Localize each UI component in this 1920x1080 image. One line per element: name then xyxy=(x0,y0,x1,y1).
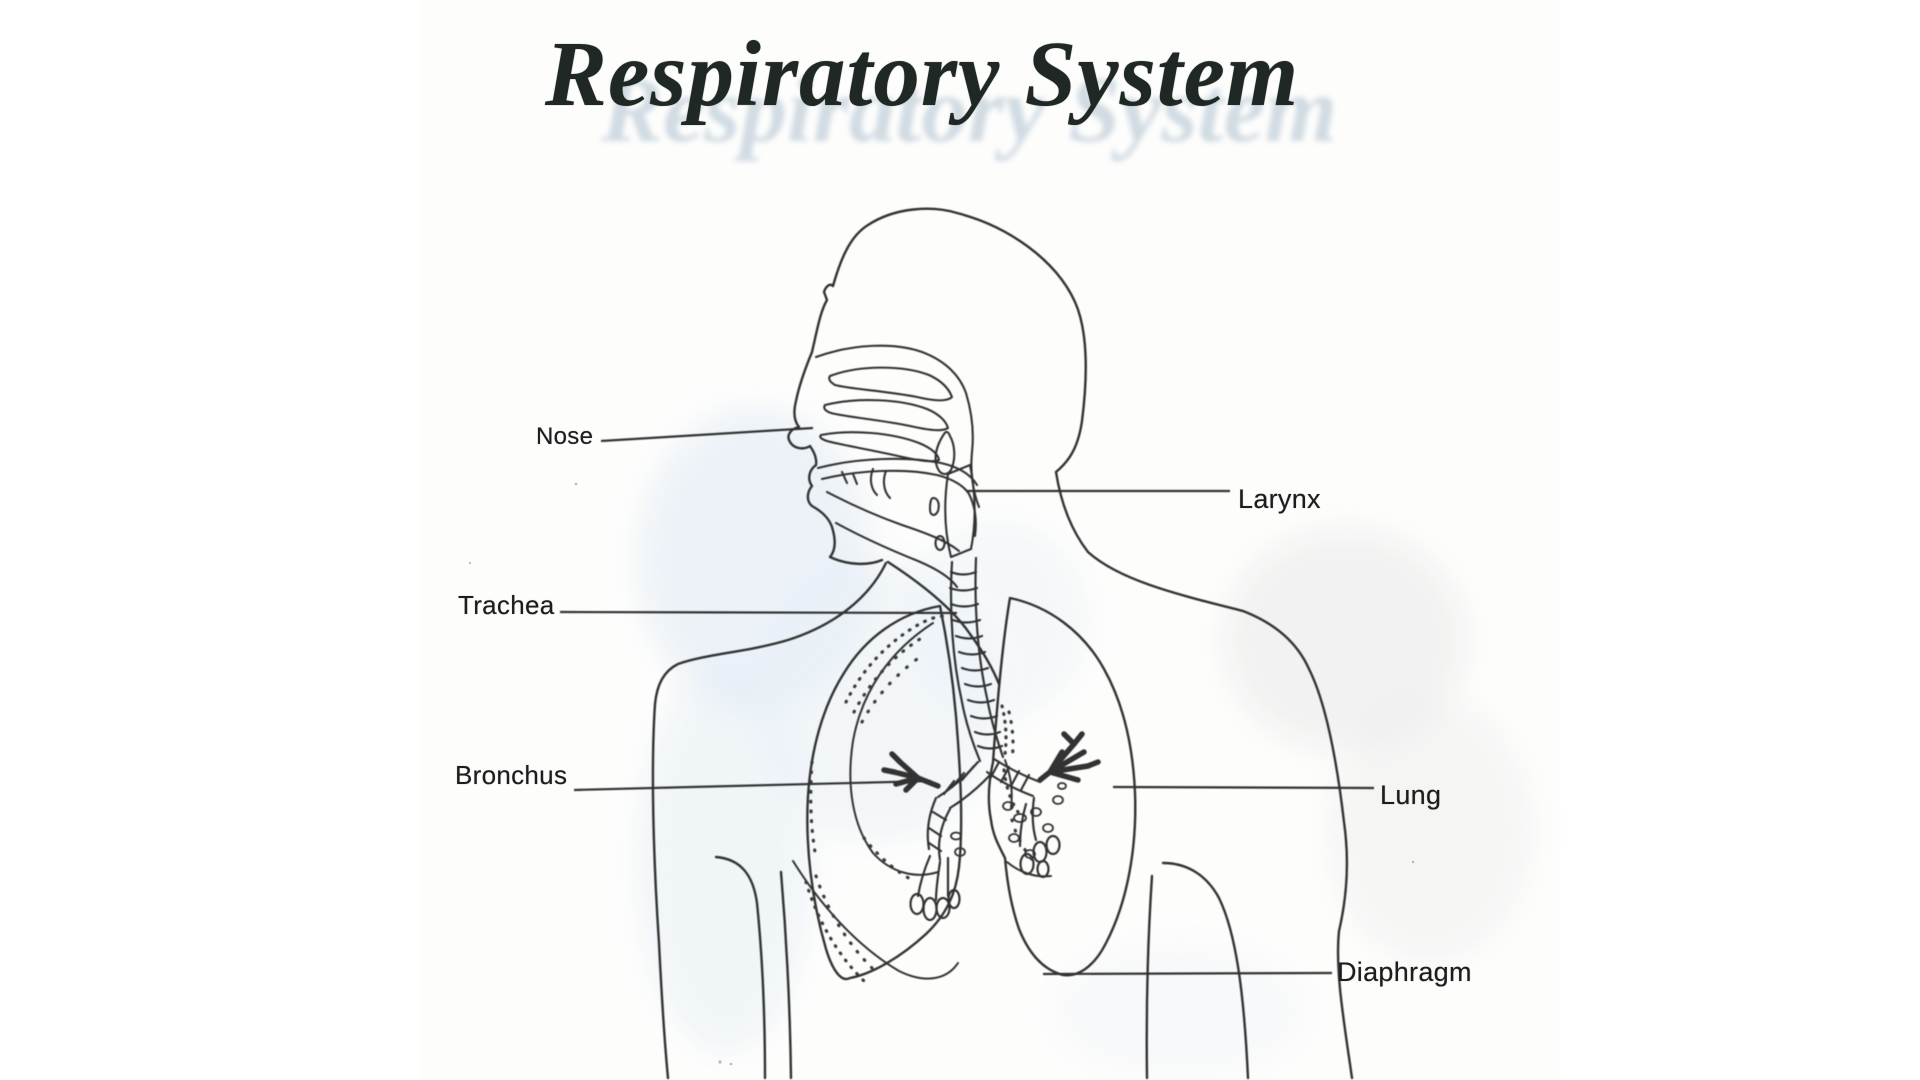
bronchial-tree xyxy=(881,731,1101,922)
leader-trachea xyxy=(559,610,958,615)
nose-face-profile xyxy=(787,350,884,565)
left-torso-line xyxy=(779,870,793,1080)
turbinate-middle xyxy=(823,399,950,432)
label-nose: Nose xyxy=(536,423,594,450)
left-inner-arm xyxy=(714,855,767,1080)
page-title: Respiratory System xyxy=(545,23,1300,126)
leader-diaphragm xyxy=(1042,971,1333,976)
label-lung: Lung xyxy=(1380,780,1442,810)
leader-lines xyxy=(559,426,1375,976)
head-outline xyxy=(810,207,1087,474)
leader-bronchus xyxy=(573,779,932,792)
right-torso-line xyxy=(1145,874,1154,1080)
body-outline xyxy=(651,207,1354,1080)
trachea-drawing xyxy=(948,556,1005,763)
chest-slope-left-arm xyxy=(651,561,888,1080)
epiglottis xyxy=(934,430,956,476)
turbinate-upper xyxy=(828,366,954,402)
scan-specks xyxy=(468,482,1415,1066)
mouth-floor xyxy=(834,521,959,589)
right-inner-arm xyxy=(1161,861,1250,1080)
leader-nose xyxy=(600,426,814,443)
left-bronchiole-fan xyxy=(881,751,941,793)
thyroid-cartilage xyxy=(944,463,976,559)
label-trachea: Trachea xyxy=(458,590,555,620)
right-bronchiole-fan xyxy=(1037,731,1101,783)
leader-lung xyxy=(1112,785,1375,790)
larynx-drawing xyxy=(928,430,976,559)
title-scan-ghost: Respiratory System xyxy=(601,59,1338,162)
neck-back-right-arm xyxy=(1054,470,1354,1080)
neck-front-right xyxy=(886,560,1001,686)
label-bronchus: Bronchus xyxy=(455,760,568,790)
label-larynx: Larynx xyxy=(1238,484,1321,514)
label-diaphragm: Diaphragm xyxy=(1337,957,1472,987)
stipple-dots xyxy=(804,614,1036,984)
palate-upper xyxy=(816,457,979,487)
